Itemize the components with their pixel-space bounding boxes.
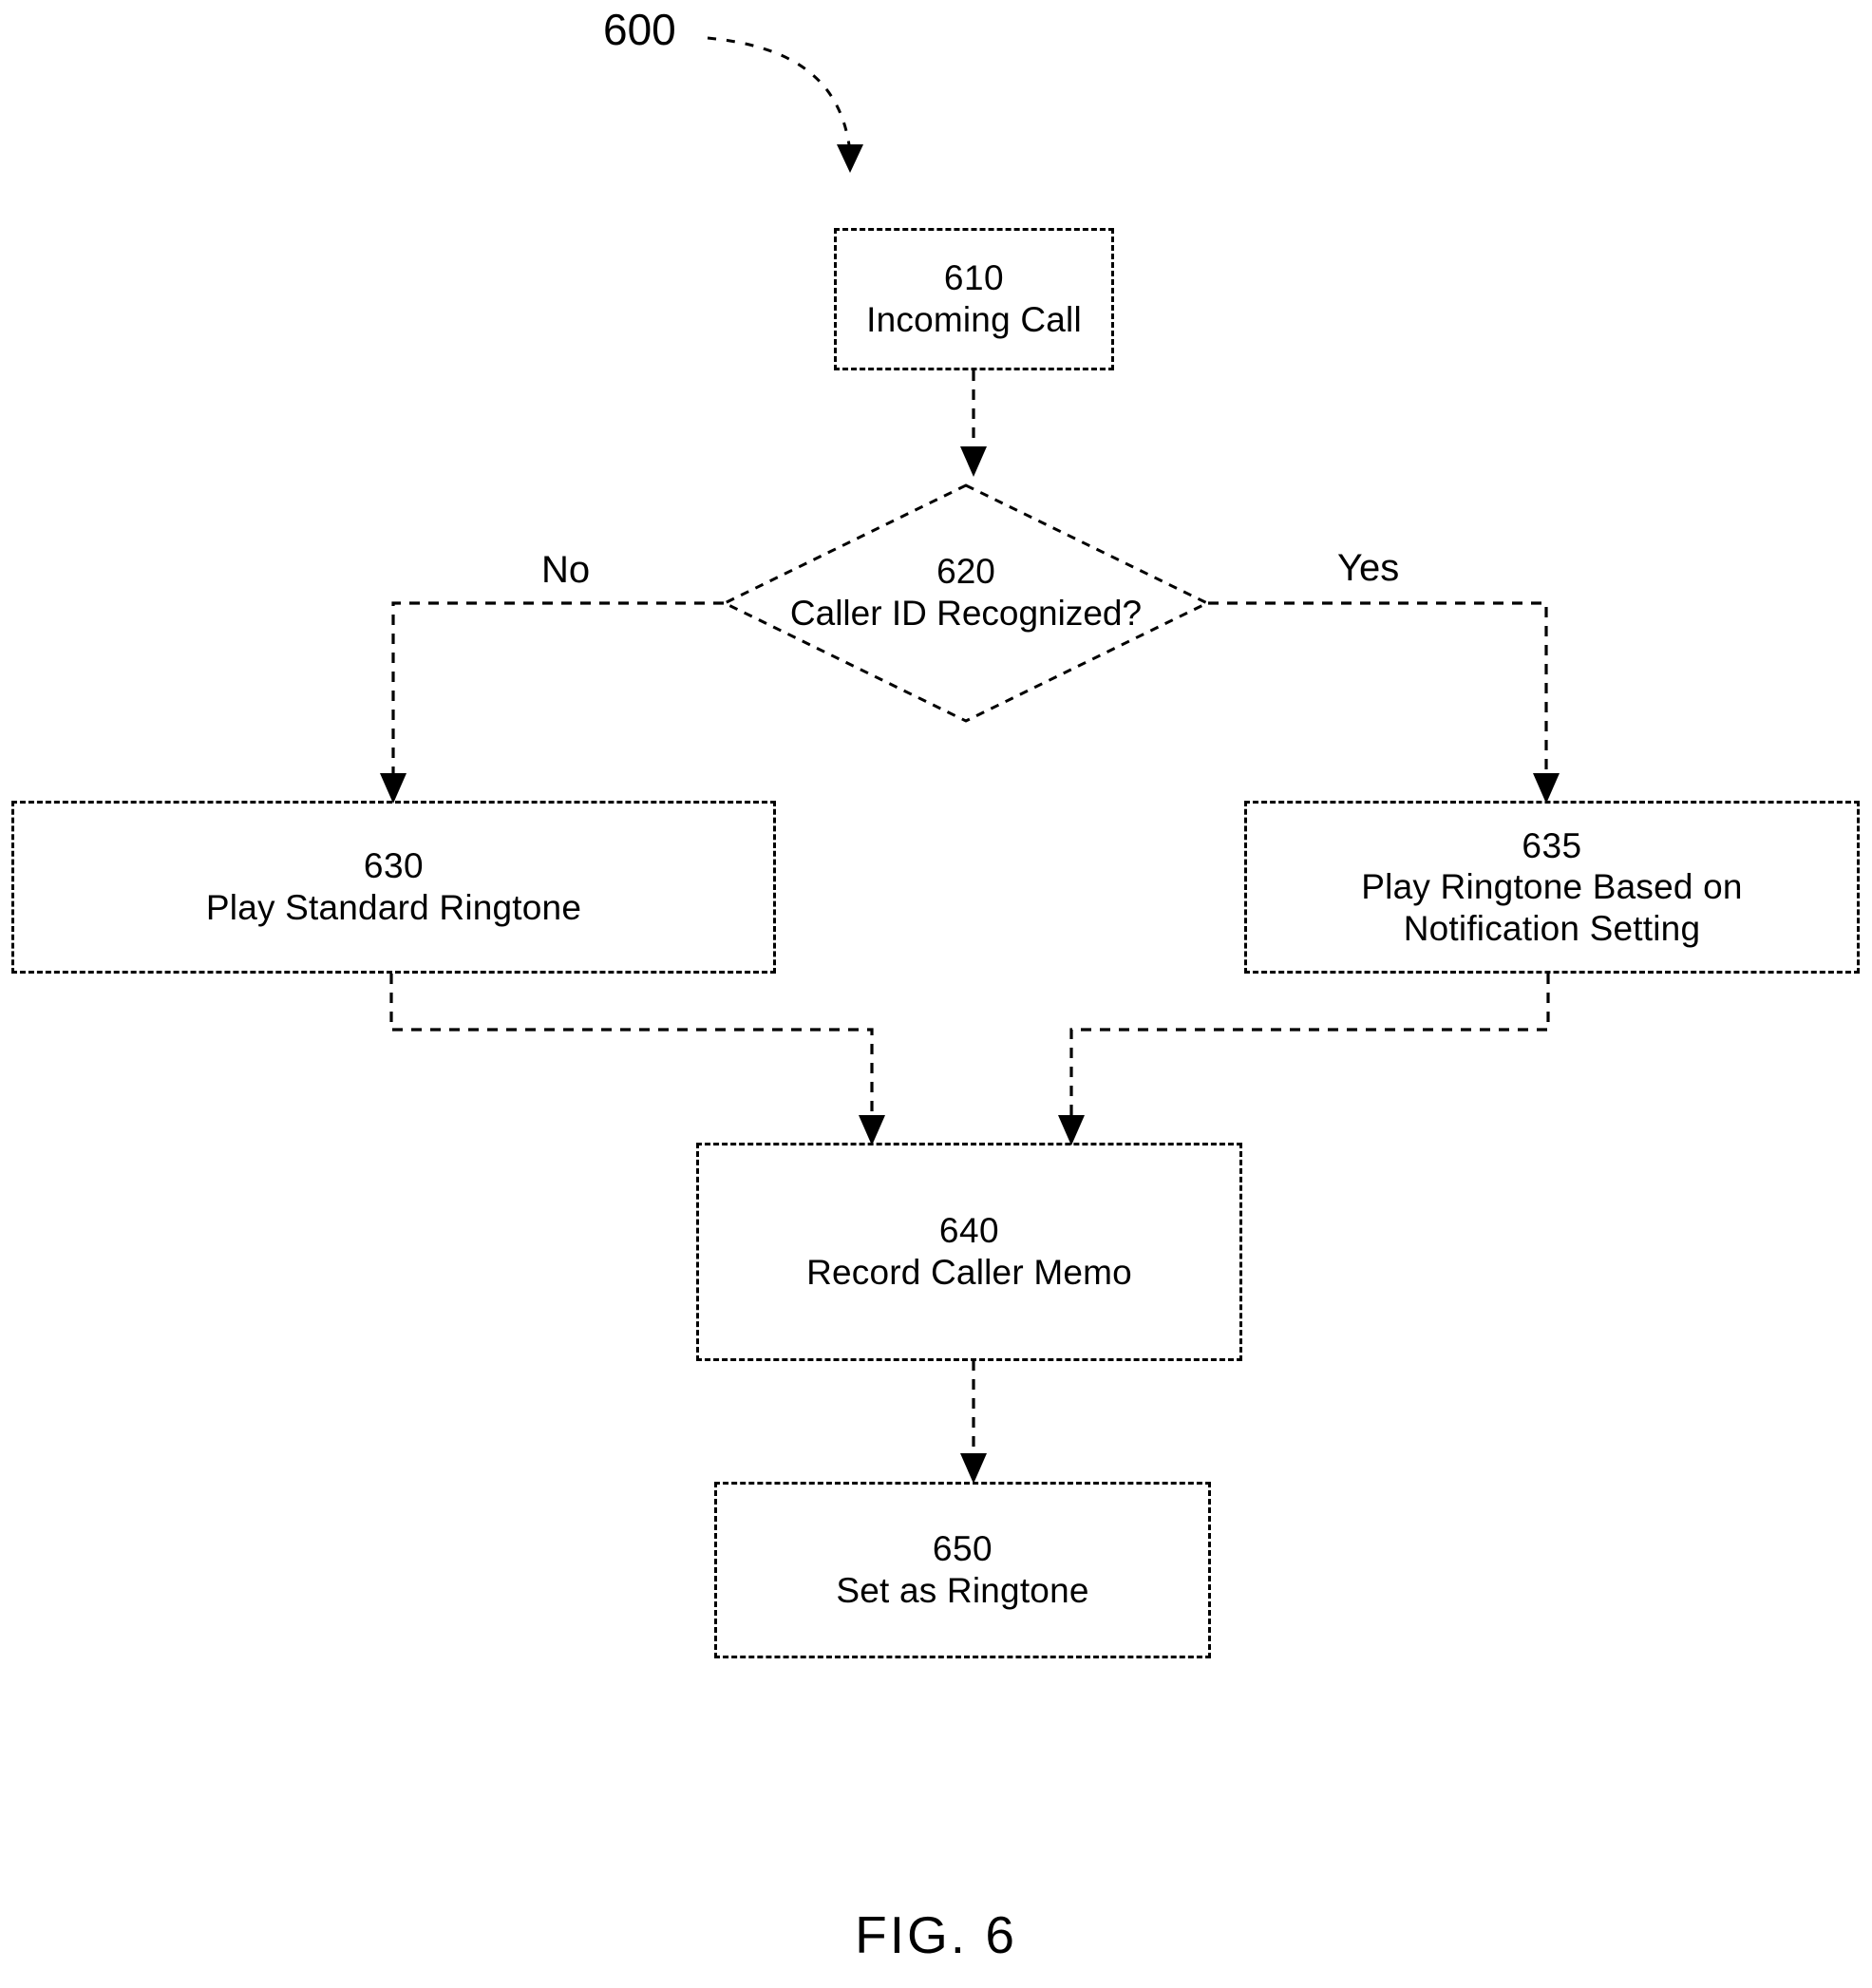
- arrowhead-630-to-640: [859, 1115, 885, 1145]
- node-620-number: 620: [936, 552, 995, 591]
- node-635-label-line2: Notification Setting: [1403, 908, 1701, 948]
- edge-label-yes: Yes: [1337, 547, 1400, 589]
- node-630-play-standard-ringtone[interactable]: 630 Play Standard Ringtone: [11, 801, 776, 974]
- node-635-number: 635: [1522, 825, 1582, 865]
- node-635-play-ringtone-based-on-notification-setting[interactable]: 635 Play Ringtone Based on Notification …: [1244, 801, 1860, 974]
- figure-caption: FIG. 6: [855, 1905, 1017, 1964]
- node-650-label: Set as Ringtone: [836, 1571, 1089, 1610]
- node-650-set-as-ringtone[interactable]: 650 Set as Ringtone: [714, 1482, 1211, 1658]
- node-640-number: 640: [938, 1211, 1000, 1251]
- arrowhead-635-to-640: [1058, 1115, 1085, 1145]
- node-640-label: Record Caller Memo: [806, 1253, 1132, 1292]
- node-620-caller-id-recognized[interactable]: 620 Caller ID Recognized?: [722, 483, 1210, 724]
- edge-label-no: No: [541, 549, 591, 591]
- node-610-incoming-call[interactable]: 610 Incoming Call: [834, 228, 1114, 370]
- figure-reference-number: 600: [603, 5, 676, 54]
- node-620-label: Caller ID Recognized?: [789, 594, 1143, 634]
- leader-curve-600: [707, 36, 852, 153]
- arrowhead-610-to-620: [960, 446, 987, 477]
- arrowhead-640-to-650: [960, 1453, 987, 1484]
- node-630-label: Play Standard Ringtone: [205, 888, 582, 927]
- node-630-number: 630: [363, 846, 425, 886]
- diamond-outline: [722, 483, 1210, 723]
- arrowhead-620-to-635: [1533, 773, 1560, 804]
- node-640-record-caller-memo[interactable]: 640 Record Caller Memo: [696, 1143, 1242, 1361]
- node-610-number: 610: [943, 258, 1005, 298]
- edge-630-to-640: [389, 974, 874, 1127]
- node-635-label-line1: Play Ringtone Based on: [1361, 867, 1743, 907]
- node-610-label: Incoming Call: [866, 300, 1082, 339]
- arrowhead-620-to-630: [380, 773, 407, 804]
- leader-arrowhead-600: [837, 144, 863, 173]
- node-620-text-group: 620 Caller ID Recognized?: [589, 551, 1343, 635]
- node-650-number: 650: [932, 1529, 993, 1569]
- edge-635-to-640: [1069, 974, 1550, 1127]
